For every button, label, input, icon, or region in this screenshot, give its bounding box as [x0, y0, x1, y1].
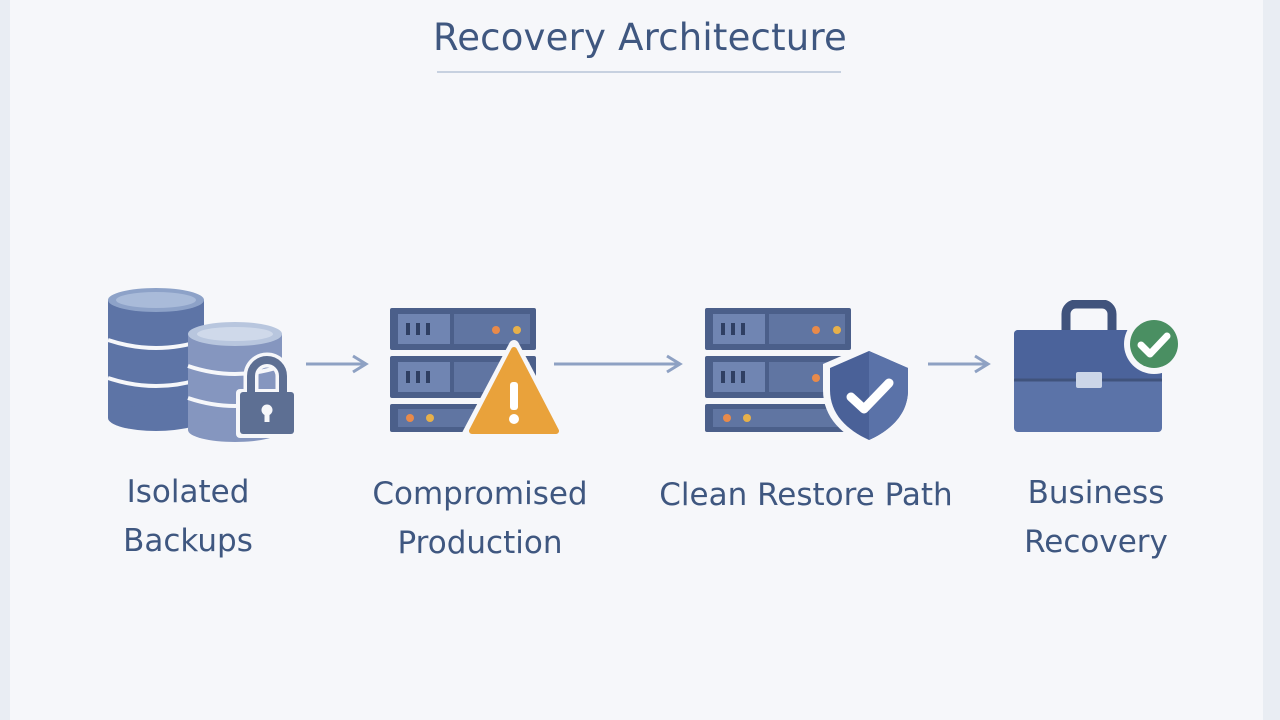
stage-label-line: Recovery	[1024, 524, 1168, 560]
flow-arrow	[928, 354, 991, 374]
page-title: Recovery Architecture	[432, 16, 848, 59]
stage-label-line: Backups	[123, 523, 253, 559]
title-divider	[437, 71, 841, 73]
flow-arrow	[306, 354, 369, 374]
stage-label-compromised-production: Compromised Production	[358, 470, 602, 568]
stage-label-line: Clean Restore Path	[659, 477, 953, 513]
stage-label-line: Business	[1027, 475, 1165, 511]
flow-arrow	[554, 354, 683, 374]
database-lock-icon	[107, 288, 296, 442]
stage-label-line: Compromised	[372, 476, 588, 512]
briefcase-check-icon	[1014, 300, 1184, 432]
stage-label-clean-restore-path: Clean Restore Path	[648, 471, 964, 520]
server-warning-icon	[390, 308, 564, 438]
server-shield-icon	[705, 308, 915, 447]
stage-label-line: Production	[397, 525, 563, 561]
stage-label-isolated-backups: Isolated Backups	[88, 468, 288, 566]
stage-label-line: Isolated	[126, 474, 250, 510]
stage-label-business-recovery: Business Recovery	[996, 469, 1196, 567]
